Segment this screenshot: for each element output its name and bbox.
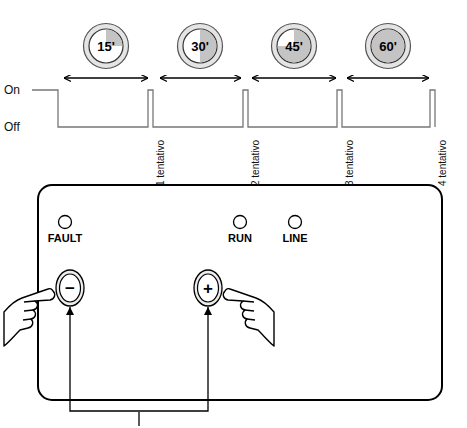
status-led: FAULT [48,214,83,244]
level-label: On [4,83,20,97]
pointing-hand [4,289,55,346]
status-led: LINE [282,214,307,244]
push-button: − [54,268,86,308]
timer-dial: 60' [364,22,412,70]
led-label: LINE [282,233,307,244]
level-label: Off [4,120,20,134]
led-label: RUN [228,233,252,244]
attempt-label: 4 tentativo [437,140,449,186]
led-label: FAULT [48,233,83,244]
bracket-stub [138,412,139,426]
led-circle [232,214,248,230]
led-lamp [232,214,248,230]
push-button: + [192,268,224,308]
button-sign: + [203,280,213,297]
pointing-hand [223,289,274,346]
attempt-label: 3 tentativo [344,140,356,186]
timer-dial: 30' [176,22,224,70]
led-circle [57,214,73,230]
led-lamp [287,214,303,230]
control-panel [38,185,442,400]
time-value: 30' [191,40,209,53]
button-sign: − [65,280,75,297]
attempt-label: 2 tentativo [250,140,262,186]
time-value: 15' [97,40,115,53]
led-circle [287,214,303,230]
led-lamp [57,214,73,230]
time-value: 60' [379,40,397,53]
button-bracket-arrow [70,307,208,411]
timer-dial: 15' [82,22,130,70]
status-led: RUN [228,214,252,244]
interval-arrows [64,77,429,78]
on-off-waveform [32,90,435,127]
timer-dial: 45' [270,22,318,70]
time-value: 45' [285,40,303,53]
attempt-label: 1 tentativo [155,140,167,186]
